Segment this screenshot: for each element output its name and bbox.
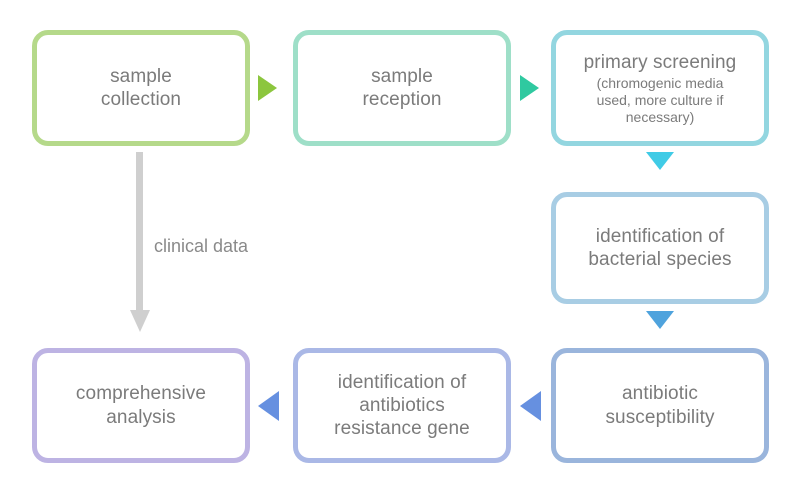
node-resistance-gene-text: identification of antibiotics resistance… xyxy=(298,371,506,441)
node-antibiotic-susceptibility-line1: antibiotic xyxy=(622,383,698,405)
node-comprehensive-analysis[interactable]: comprehensive analysis xyxy=(32,348,250,463)
arrow-resistance-gene-to-comprehensive-icon xyxy=(258,391,279,421)
node-sample-reception[interactable]: sample reception xyxy=(293,30,511,146)
node-identification-antibiotics-resistance-gene[interactable]: identification of antibiotics resistance… xyxy=(293,348,511,463)
node-primary-screening-sub-line3: necessary) xyxy=(625,109,695,126)
arrow-collection-to-reception-icon xyxy=(258,75,277,101)
node-sample-collection-text: sample collection xyxy=(37,65,245,111)
node-identification-bacterial-species-line2: bacterial species xyxy=(588,249,732,270)
arrow-species-to-susceptibility-icon xyxy=(646,311,674,329)
node-identification-bacterial-species[interactable]: identification of bacterial species xyxy=(551,192,769,304)
arrow-shaft xyxy=(136,152,143,312)
node-comprehensive-analysis-text: comprehensive analysis xyxy=(37,382,245,428)
node-sample-collection-line2: collection xyxy=(100,89,182,110)
node-sample-collection[interactable]: sample collection xyxy=(32,30,250,146)
node-primary-screening[interactable]: primary screening (chromogenic media use… xyxy=(551,30,769,146)
node-antibiotic-susceptibility-text: antibiotic susceptibility xyxy=(556,382,764,428)
node-primary-screening-text: primary screening (chromogenic media use… xyxy=(556,51,764,125)
node-resistance-gene-line2: antibiotics xyxy=(359,394,445,416)
clinical-data-label: clinical data xyxy=(154,236,249,256)
arrow-head-down-icon xyxy=(130,310,150,332)
arrow-reception-to-screening-icon xyxy=(520,75,539,101)
node-comprehensive-analysis-line2: analysis xyxy=(106,406,176,428)
node-primary-screening-sub-line2: used, more culture if xyxy=(596,92,724,109)
node-sample-collection-line1: sample xyxy=(110,65,172,87)
arrow-screening-to-species-icon xyxy=(646,152,674,170)
node-identification-bacterial-species-line1: identification of xyxy=(595,225,725,247)
node-sample-reception-line1: sample xyxy=(371,65,433,87)
node-primary-screening-sub-line1: (chromogenic media xyxy=(596,74,724,91)
node-resistance-gene-line1: identification of xyxy=(337,371,467,393)
node-antibiotic-susceptibility[interactable]: antibiotic susceptibility xyxy=(551,348,769,463)
node-comprehensive-analysis-line1: comprehensive xyxy=(75,383,207,405)
arrow-collection-to-comprehensive xyxy=(130,152,152,340)
node-primary-screening-title: primary screening xyxy=(583,51,737,73)
node-identification-bacterial-species-text: identification of bacterial species xyxy=(556,225,764,271)
node-sample-reception-line2: reception xyxy=(362,89,442,110)
arrow-susceptibility-to-resistance-gene-icon xyxy=(520,391,541,421)
node-resistance-gene-line3: resistance gene xyxy=(334,418,470,440)
node-sample-reception-text: sample reception xyxy=(298,65,506,111)
node-antibiotic-susceptibility-line2: susceptibility xyxy=(605,406,715,428)
